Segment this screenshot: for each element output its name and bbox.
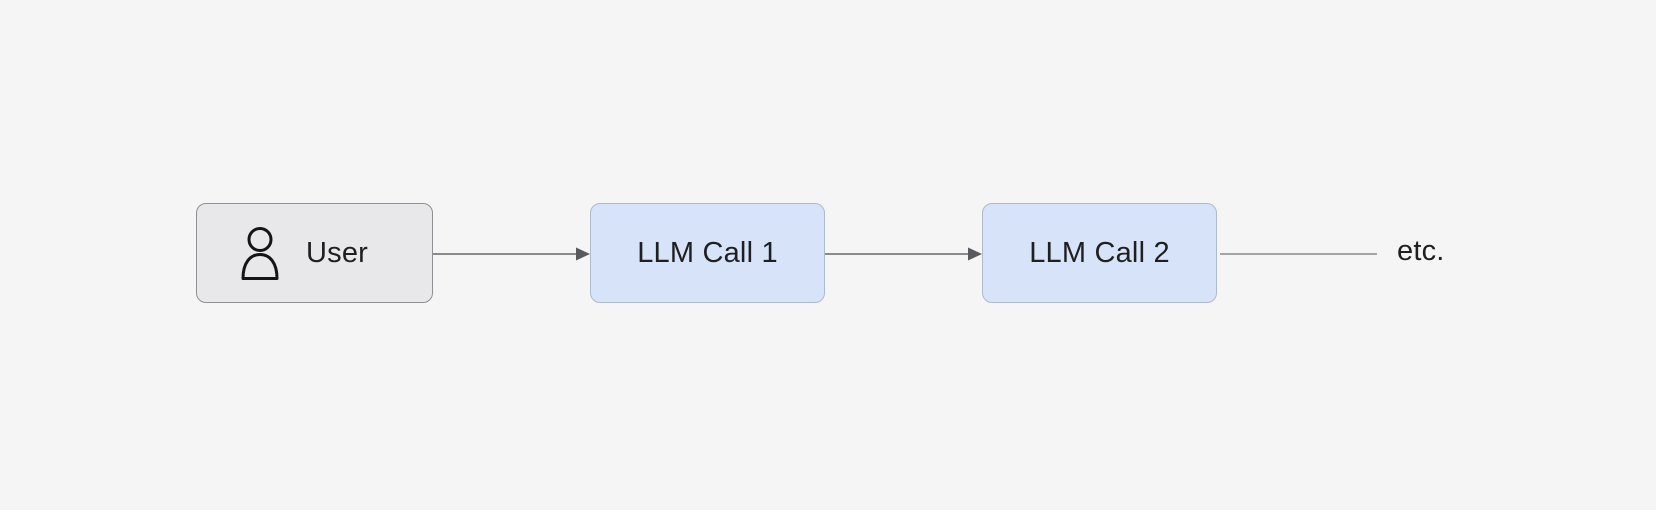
node-user-label: User [306,236,369,269]
line-llm-call-2-to-etc [1220,253,1377,255]
node-llm-call-1-label: LLM Call 1 [637,236,778,269]
node-user: User [196,203,433,303]
node-llm-call-2-label: LLM Call 2 [1029,236,1170,269]
arrow-llm-call-1-to-llm-call-2 [825,247,982,261]
continuation-label: etc. [1397,235,1445,268]
arrow-user-to-llm-call-1 [433,247,590,261]
user-icon [239,225,281,281]
node-llm-call-1: LLM Call 1 [590,203,825,303]
arrowhead-icon [576,247,590,261]
node-llm-call-2: LLM Call 2 [982,203,1217,303]
arrowhead-icon [968,247,982,261]
